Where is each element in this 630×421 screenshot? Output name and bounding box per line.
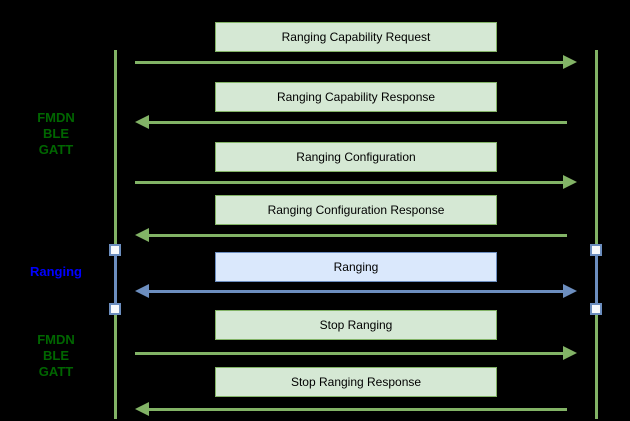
message-box-ranging: Ranging xyxy=(215,252,497,282)
left-lifeline-gatt-top-segment xyxy=(114,50,117,245)
arrow-shaft xyxy=(149,234,567,237)
arrow-shaft xyxy=(149,408,567,411)
side-label-fmdn-ble-gatt-bottom: FMDN BLE GATT xyxy=(0,332,112,380)
left-lifeline-ranging-segment xyxy=(114,245,117,313)
right-lifeline-gatt-bottom-segment xyxy=(595,313,598,419)
arrow-shaft xyxy=(135,352,563,355)
arrowhead-left-icon xyxy=(135,284,149,298)
right-lifeline-gatt-top-segment xyxy=(595,50,598,245)
arrowhead-right-icon xyxy=(563,284,577,298)
message-box-ranging-configuration: Ranging Configuration xyxy=(215,142,497,172)
message-box-ranging-capability-request: Ranging Capability Request xyxy=(215,22,497,52)
right-lifeline-ranging-segment xyxy=(595,245,598,313)
ranging-endpoint-marker-bottom-left xyxy=(109,303,121,315)
arrow-shaft xyxy=(149,121,567,124)
arrowhead-right-icon xyxy=(563,346,577,360)
arrow-ranging-configuration xyxy=(135,175,577,189)
message-box-stop-ranging-response: Stop Ranging Response xyxy=(215,367,497,397)
arrowhead-left-icon xyxy=(135,402,149,416)
side-label-line: FMDN xyxy=(37,110,75,125)
arrow-ranging-bidirectional xyxy=(135,284,577,298)
ranging-endpoint-marker-bottom-right xyxy=(590,303,602,315)
arrowhead-left-icon xyxy=(135,115,149,129)
arrow-ranging-configuration-response xyxy=(135,228,577,242)
arrowhead-right-icon xyxy=(563,175,577,189)
side-label-line: FMDN xyxy=(37,332,75,347)
arrow-shaft xyxy=(149,290,563,293)
ranging-endpoint-marker-top-left xyxy=(109,244,121,256)
arrow-stop-ranging-response xyxy=(135,402,577,416)
arrow-shaft xyxy=(135,181,563,184)
ranging-endpoint-marker-top-right xyxy=(590,244,602,256)
side-label-ranging: Ranging xyxy=(0,264,112,280)
side-label-line: BLE xyxy=(43,348,69,363)
message-box-ranging-configuration-response: Ranging Configuration Response xyxy=(215,195,497,225)
side-label-fmdn-ble-gatt-top: FMDN BLE GATT xyxy=(0,110,112,158)
side-label-line: GATT xyxy=(38,364,74,379)
arrow-ranging-capability-request xyxy=(135,55,577,69)
arrowhead-left-icon xyxy=(135,228,149,242)
arrow-ranging-capability-response xyxy=(135,115,577,129)
arrowhead-right-icon xyxy=(563,55,577,69)
left-lifeline-gatt-bottom-segment xyxy=(114,313,117,419)
side-label-line: Ranging xyxy=(30,264,82,279)
message-box-ranging-capability-response: Ranging Capability Response xyxy=(215,82,497,112)
side-label-line: BLE xyxy=(43,126,69,141)
message-box-stop-ranging: Stop Ranging xyxy=(215,310,497,340)
arrow-stop-ranging xyxy=(135,346,577,360)
side-label-line: GATT xyxy=(38,142,74,157)
arrow-shaft xyxy=(135,61,563,64)
